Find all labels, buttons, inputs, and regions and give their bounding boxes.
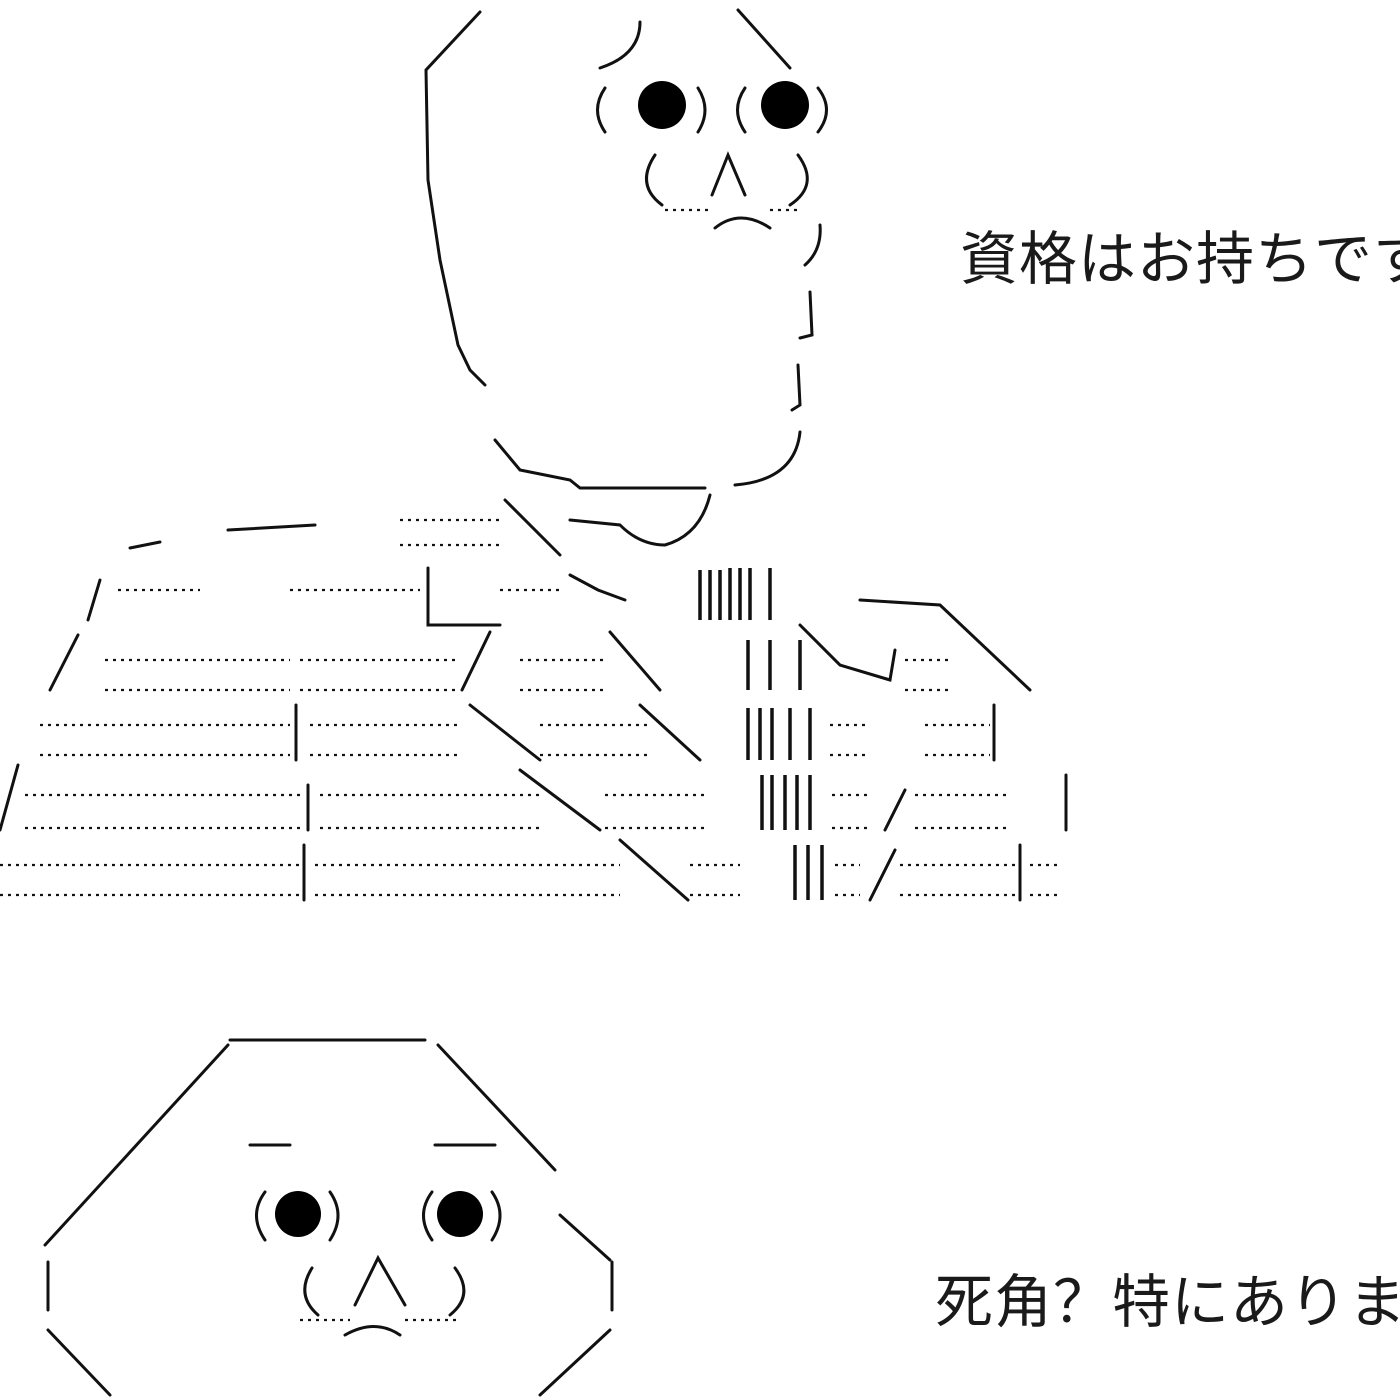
left-cheek-puff <box>303 1266 320 1317</box>
nose-lambda <box>710 151 747 197</box>
head-top-right-outline <box>736 8 792 70</box>
nose-lambda <box>353 1254 407 1307</box>
head-jaw-brace-2 <box>790 363 802 412</box>
left-eye-bracket-right <box>696 86 707 134</box>
left-eye-bracket-left <box>255 1190 267 1242</box>
right-eye-pupil <box>437 1191 483 1237</box>
suit-fabric-dots <box>0 518 1060 897</box>
left-eye-bracket-right <box>328 1190 340 1242</box>
collar-curve <box>568 493 712 547</box>
suit-seam-right <box>992 703 1068 902</box>
head-left-outline <box>424 10 487 387</box>
suit-crease-1 <box>468 703 542 762</box>
suit-edge-left <box>0 763 20 832</box>
octagon-upper-left-edge <box>43 1043 230 1247</box>
head-jaw-brace-1 <box>798 290 814 340</box>
head-top-curl <box>598 20 642 70</box>
lapel-right-fold <box>798 623 897 682</box>
suit-crease-4 <box>618 838 690 902</box>
right-cheek-puff <box>448 1266 466 1317</box>
head-cheek-right <box>803 223 822 267</box>
right-eye-bracket-right <box>816 86 828 134</box>
left-eye-pupil <box>638 81 686 129</box>
octagon-upper-right-edge-1 <box>436 1043 557 1172</box>
lapel-corner <box>426 566 502 627</box>
suit-crease-3 <box>518 768 602 832</box>
head-chin-right <box>733 430 802 487</box>
right-eye-bracket-left <box>422 1190 434 1242</box>
arm-left-outline <box>48 578 102 692</box>
octagon-upper-right-edge-2 <box>558 1213 612 1262</box>
left-eye-bracket-left <box>596 86 607 134</box>
octagon-lower-left-edge <box>46 1328 112 1397</box>
left-cheek-puff <box>645 153 664 207</box>
caption-blind-spot: 死角？特にありま <box>935 1268 1400 1336</box>
collar-left-diag <box>503 498 562 557</box>
right-eye-bracket-right <box>490 1190 502 1242</box>
lapel-mid-diag <box>608 630 662 692</box>
suit-crease-2 <box>638 703 702 762</box>
right-eye-bracket-left <box>736 86 747 134</box>
lapel-flap <box>568 573 627 602</box>
mouth-frown <box>343 1325 402 1337</box>
right-cheek-puff <box>788 153 809 207</box>
right-eye-pupil <box>761 81 809 129</box>
lapel-right-diag <box>868 788 907 902</box>
tie-stripes <box>698 568 824 900</box>
mouth-frown <box>713 216 772 230</box>
lapel-left-diag <box>460 630 492 692</box>
octagon-lower-right-edge <box>538 1328 612 1397</box>
shoulder-line-left <box>226 523 317 532</box>
caption-qualification: 資格はお持ちです <box>960 225 1400 293</box>
suit-seam-left <box>294 703 310 902</box>
head-chin-bottom <box>493 438 707 490</box>
shoulder-line-right <box>858 598 1032 692</box>
shoulder-tip <box>128 540 162 550</box>
left-eye-pupil <box>275 1191 321 1237</box>
